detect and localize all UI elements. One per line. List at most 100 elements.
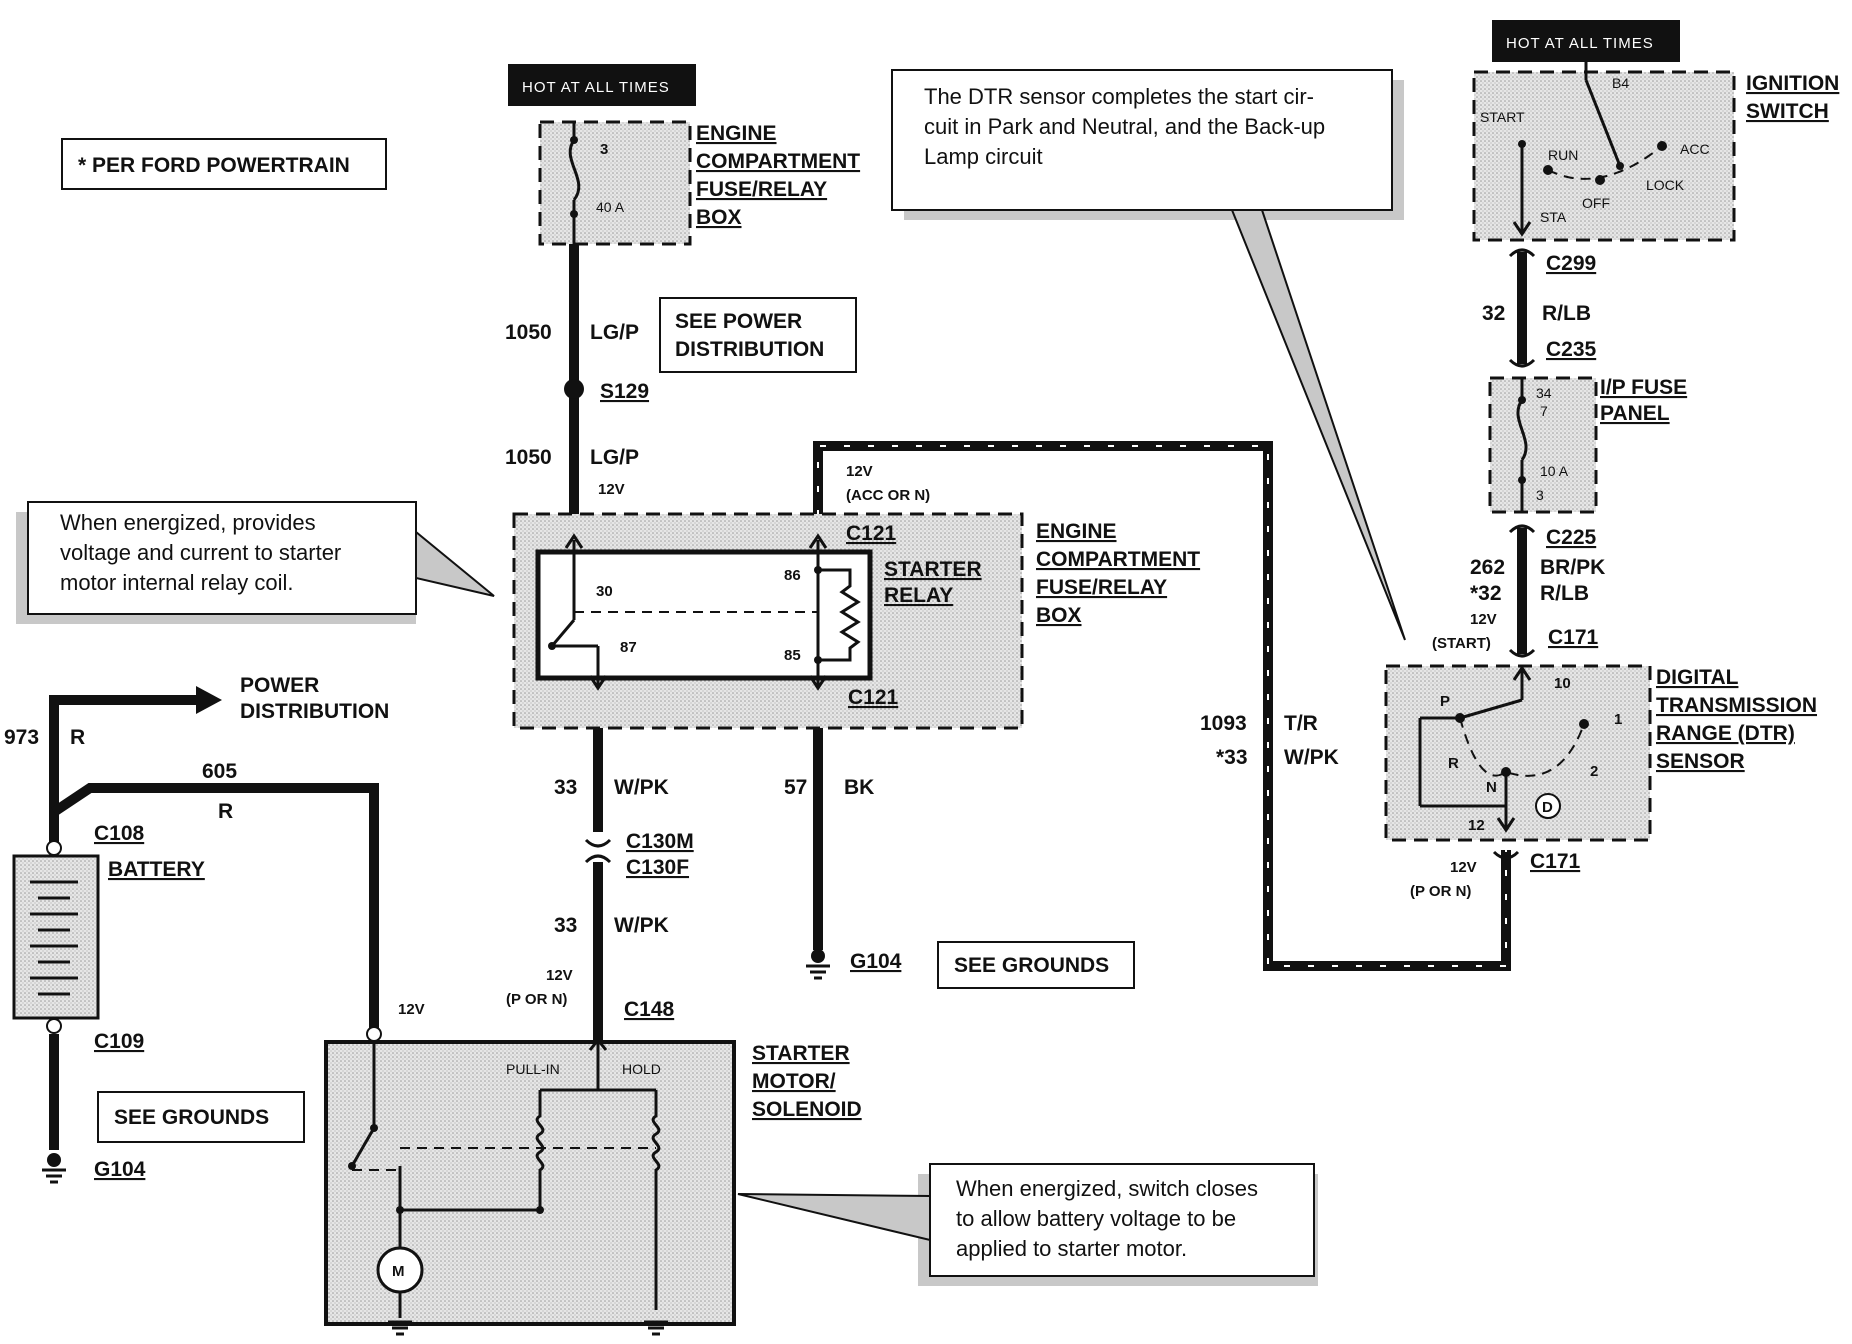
label-labels-motor-symbol: M xyxy=(392,1263,405,1280)
see-grounds-box-right: SEE GROUNDS xyxy=(937,941,1135,989)
label-connectors-c121-top: C121 xyxy=(846,522,897,545)
label-voltages-p-or-n-c171: (P OR N) xyxy=(1410,883,1471,900)
label-pins-ign-run: RUN xyxy=(1548,147,1578,163)
label-pins-dtr-d: D xyxy=(1542,799,1553,816)
label-labels-hold: HOLD xyxy=(622,1061,661,1077)
label-labels-dtr-4: SENSOR xyxy=(1656,750,1745,773)
label-circuits-r-973: R xyxy=(70,726,85,749)
label-labels-see-grounds: SEE GROUNDS xyxy=(954,954,1109,977)
label-circuits-r-605: R xyxy=(218,800,233,823)
ground-g104-right xyxy=(806,949,830,980)
label-circuits-lgp-b: LG/P xyxy=(590,446,639,469)
label-pins-dtr-r: R xyxy=(1448,755,1459,772)
label-labels-ecfrb-3: FUSE/RELAY xyxy=(1036,576,1167,599)
label-voltages-v12-batt: 12V xyxy=(398,1001,425,1018)
label-voltages-v12-acc: 12V xyxy=(846,463,873,480)
relay-note-callout: When energized, provides voltage and cur… xyxy=(16,501,495,624)
label-connectors-c108: C108 xyxy=(94,822,145,845)
ip-fuse-panel: 34 7 10 A 3 xyxy=(1488,376,1598,514)
label-circuits-c33c: *33 xyxy=(1216,746,1248,769)
per-ford-note: * PER FORD POWERTRAIN xyxy=(61,138,387,190)
label-labels-starter-relay-1: STARTER xyxy=(884,558,982,581)
label-voltages-v12-start: 12V xyxy=(1470,611,1497,628)
label-labels-ecfrb-2: COMPARTMENT xyxy=(696,150,860,173)
label-circuits-c262: 262 xyxy=(1470,556,1505,579)
label-labels-ecfrb-4: BOX xyxy=(1036,604,1082,627)
label-labels-dtr-1: DIGITAL xyxy=(1656,666,1739,689)
label-voltages-start: (START) xyxy=(1432,635,1491,652)
label-labels-ip-fuse-1: I/P FUSE xyxy=(1600,376,1687,399)
label-pins-fuse-top: 3 xyxy=(600,141,608,158)
label-notes-solenoid-note-0: When energized, switch closes xyxy=(956,1176,1258,1201)
label-pins-relay-30: 30 xyxy=(596,583,613,600)
hot-at-all-times-badge-right: HOT AT ALL TIMES xyxy=(1492,20,1680,62)
starter-relay-box: 30 87 86 85 C121 STARTER RELAY C121 xyxy=(512,512,1024,730)
dtr-sensor: 10 P 1 R N 2 D 12 xyxy=(1384,664,1652,842)
label-notes-relay-note-1: voltage and current to starter xyxy=(60,540,341,565)
label-labels-ecfrb-3: FUSE/RELAY xyxy=(696,178,827,201)
label-notes-dtr-note-0: The DTR sensor completes the start cir- xyxy=(924,84,1314,109)
label-pins-dtr-1: 1 xyxy=(1614,711,1622,728)
label-connectors-c121-bottom: C121 xyxy=(848,686,899,709)
label-voltages-v12-c148: 12V xyxy=(546,967,573,984)
label-connectors-c130f: C130F xyxy=(626,856,689,879)
label-circuits-c1093: 1093 xyxy=(1200,712,1247,735)
wire-605 xyxy=(51,783,379,1034)
label-labels-ignition-switch-1: IGNITION xyxy=(1746,72,1839,95)
label-connectors-g104-b: G104 xyxy=(850,950,902,973)
label-circuits-c33-b: 33 xyxy=(554,914,577,937)
label-connectors-c225: C225 xyxy=(1546,526,1597,549)
label-circuits-lgp-a: LG/P xyxy=(590,321,639,344)
splice-s129 xyxy=(564,379,584,399)
label-pins-ip-3: 3 xyxy=(1536,487,1544,503)
label-circuits-rlb-b: R/LB xyxy=(1540,582,1589,605)
label-pins-ign-acc: ACC xyxy=(1680,141,1710,157)
dtr-note-callout: The DTR sensor completes the start cir- … xyxy=(891,69,1406,641)
label-circuits-c33-a: 33 xyxy=(554,776,577,799)
battery xyxy=(12,840,100,1034)
label-labels-hot-at-all-times: HOT AT ALL TIMES xyxy=(1506,35,1654,52)
label-circuits-c57: 57 xyxy=(784,776,807,799)
label-voltages-p-or-n-c148: (P OR N) xyxy=(506,991,567,1008)
label-circuits-c32b: *32 xyxy=(1470,582,1502,605)
label-circuits-wpk-a: W/PK xyxy=(614,776,669,799)
label-connectors-c299: C299 xyxy=(1546,252,1596,275)
see-grounds-box-left: SEE GROUNDS xyxy=(97,1091,305,1143)
label-labels-dtr-3: RANGE (DTR) xyxy=(1656,722,1795,745)
label-pins-dtr-2: 2 xyxy=(1590,763,1598,780)
starter-motor-solenoid: PULL-IN HOLD M xyxy=(324,1026,736,1336)
label-voltages-v12-c171: 12V xyxy=(1450,859,1477,876)
label-labels-power-distribution-2: DISTRIBUTION xyxy=(240,700,389,723)
label-pins-dtr-p: P xyxy=(1440,693,1450,710)
label-labels-power-distribution-1: POWER xyxy=(240,674,319,697)
ground-g104-left xyxy=(42,1153,66,1184)
label-circuits-rlb-32: R/LB xyxy=(1542,302,1591,325)
hot-at-all-times-badge-left: HOT AT ALL TIMES xyxy=(508,64,696,106)
see-power-distribution-box: SEE POWER DISTRIBUTION xyxy=(659,297,857,373)
label-pins-dtr-n: N xyxy=(1486,779,1497,796)
label-connectors-c235: C235 xyxy=(1546,338,1597,361)
label-circuits-wpk-c: W/PK xyxy=(1284,746,1339,769)
label-connectors-c109: C109 xyxy=(94,1030,144,1053)
label-pins-dtr-12: 12 xyxy=(1468,817,1485,834)
label-circuits-c973: 973 xyxy=(4,726,39,749)
label-pins-relay-86: 86 xyxy=(784,567,801,584)
label-circuits-tr: T/R xyxy=(1284,712,1318,735)
label-notes-relay-note-2: motor internal relay coil. xyxy=(60,570,294,595)
label-pins-dtr-10: 10 xyxy=(1554,675,1571,692)
label-pins-ign-sta: STA xyxy=(1540,209,1567,225)
label-labels-dtr-2: TRANSMISSION xyxy=(1656,694,1817,717)
label-connectors-c130m: C130M xyxy=(626,830,694,853)
label-labels-ecfrb-4: BOX xyxy=(696,206,742,229)
label-connectors-c171-bottom: C171 xyxy=(1530,850,1581,873)
label-circuits-c1050-a: 1050 xyxy=(505,321,552,344)
label-labels-per-ford: * PER FORD POWERTRAIN xyxy=(78,154,350,177)
label-labels-see-power-distribution-2: DISTRIBUTION xyxy=(675,338,824,361)
label-connectors-s129: S129 xyxy=(600,380,649,403)
label-labels-pull-in: PULL-IN xyxy=(506,1061,560,1077)
label-notes-relay-note-0: When energized, provides xyxy=(60,510,316,535)
label-labels-battery: BATTERY xyxy=(108,858,205,881)
label-labels-starter-motor-1: STARTER xyxy=(752,1042,850,1065)
label-voltages-acc-or-n: (ACC OR N) xyxy=(846,487,930,504)
